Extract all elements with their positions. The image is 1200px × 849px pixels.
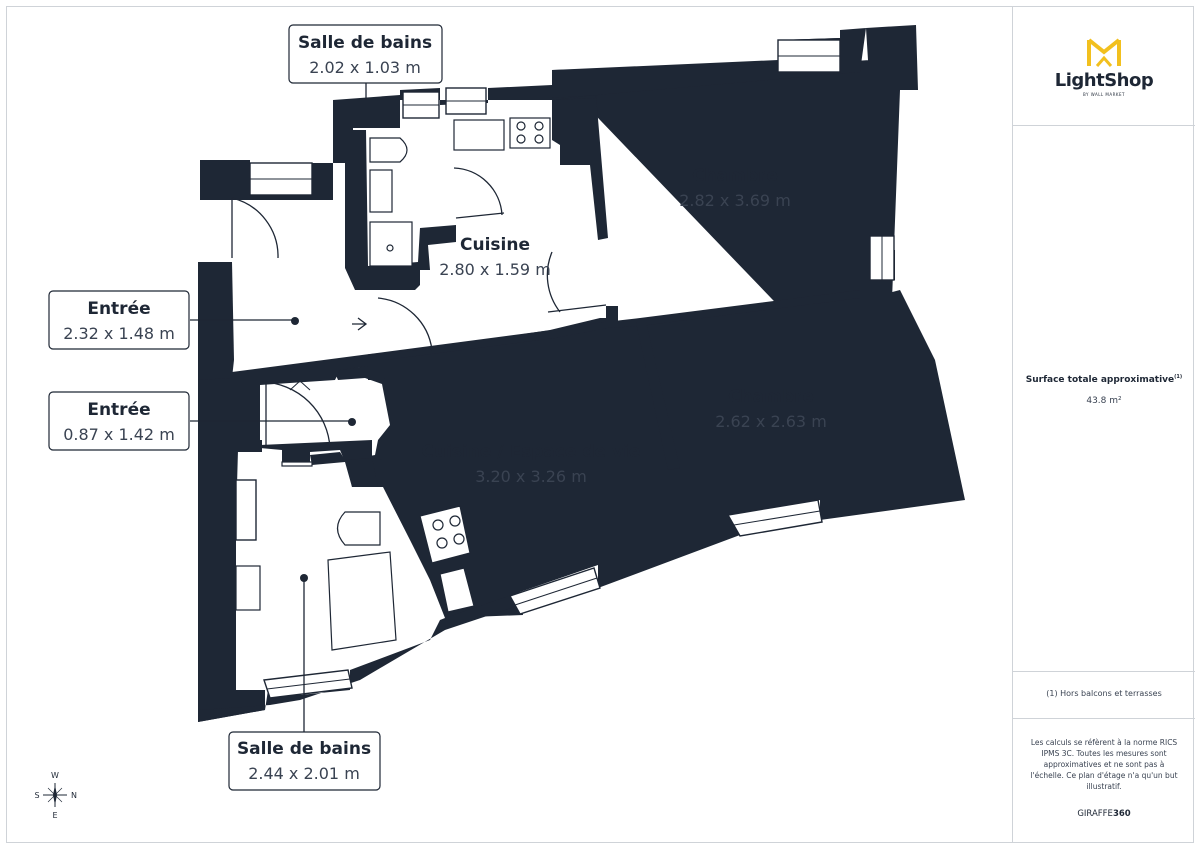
lightshop-logo-icon [1087,38,1121,67]
room-dims-cuisine: 2.80 x 1.59 m [439,260,551,279]
room-name-chambre-1: Chambre [692,166,778,186]
surface-section: Surface totale approximative(1) 43.8 m² [1013,126,1195,672]
room-dims-cuisine-vie: 3.20 x 3.26 m [475,467,587,486]
note-section: (1) Hors balcons et terrasses [1013,672,1195,719]
room-dims-chambre-2: 2.62 x 2.63 m [715,412,827,431]
svg-text:2.44 x 2.01 m: 2.44 x 2.01 m [248,764,360,783]
fixtures [231,117,607,651]
callout-entree-1: Entrée 2.32 x 1.48 m [48,290,190,350]
room-name-cuisine: Cuisine [460,235,530,255]
svg-text:2.02 x 1.03 m: 2.02 x 1.03 m [309,58,421,77]
svg-text:0.87 x 1.42 m: 0.87 x 1.42 m [63,425,175,444]
callout-entree-2: Entrée 0.87 x 1.42 m [48,391,190,451]
svg-text:Entrée: Entrée [87,400,150,420]
callout-salle-bains-top: Salle de bains 2.02 x 1.03 m [288,24,443,84]
brand-giraffe360: GIRAFFE360 [1077,809,1131,819]
room-labels: Chambre 2.82 x 3.69 m Cuisine 2.80 x 1.5… [422,166,827,486]
legal-disclaimer: Les calculs se réfèrent à la norme RICS … [1030,738,1178,791]
svg-text:Salle de bains: Salle de bains [237,739,371,759]
logo-subtitle: BY WALL MARKET [1082,92,1125,97]
floorplan-sheet [6,6,1194,843]
callout-leaders [190,82,368,735]
callout-salle-bains-bottom: Salle de bains 2.44 x 2.01 m [228,731,381,791]
svg-text:Entrée: Entrée [87,299,150,319]
svg-text:W: W [51,771,59,780]
surface-value: 43.8 m² [1086,396,1122,406]
svg-text:N: N [71,791,77,800]
svg-text:E: E [52,811,57,820]
svg-text:2.32 x 1.48 m: 2.32 x 1.48 m [63,324,175,343]
room-name-cuisine-vie: Cuisine / Espace de vie [422,442,641,462]
svg-text:Salle de bains: Salle de bains [298,33,432,53]
sidebar: LightShop BY WALL MARKET Surface totale … [1012,6,1195,843]
windows [235,39,895,699]
svg-text:S: S [34,791,39,800]
logo-name: LightShop [1054,70,1154,91]
room-dims-chambre-1: 2.82 x 3.69 m [679,191,791,210]
legal-section: Les calculs se réfèrent à la norme RICS … [1013,719,1195,843]
logo-section: LightShop BY WALL MARKET [1013,6,1195,126]
room-name-chambre-2: Chambre [728,387,814,407]
walls [198,25,965,722]
surface-title: Surface totale approximative(1) [1025,374,1183,385]
footnote: (1) Hors balcons et terrasses [1046,689,1162,698]
compass-icon: W E S N [34,771,77,820]
